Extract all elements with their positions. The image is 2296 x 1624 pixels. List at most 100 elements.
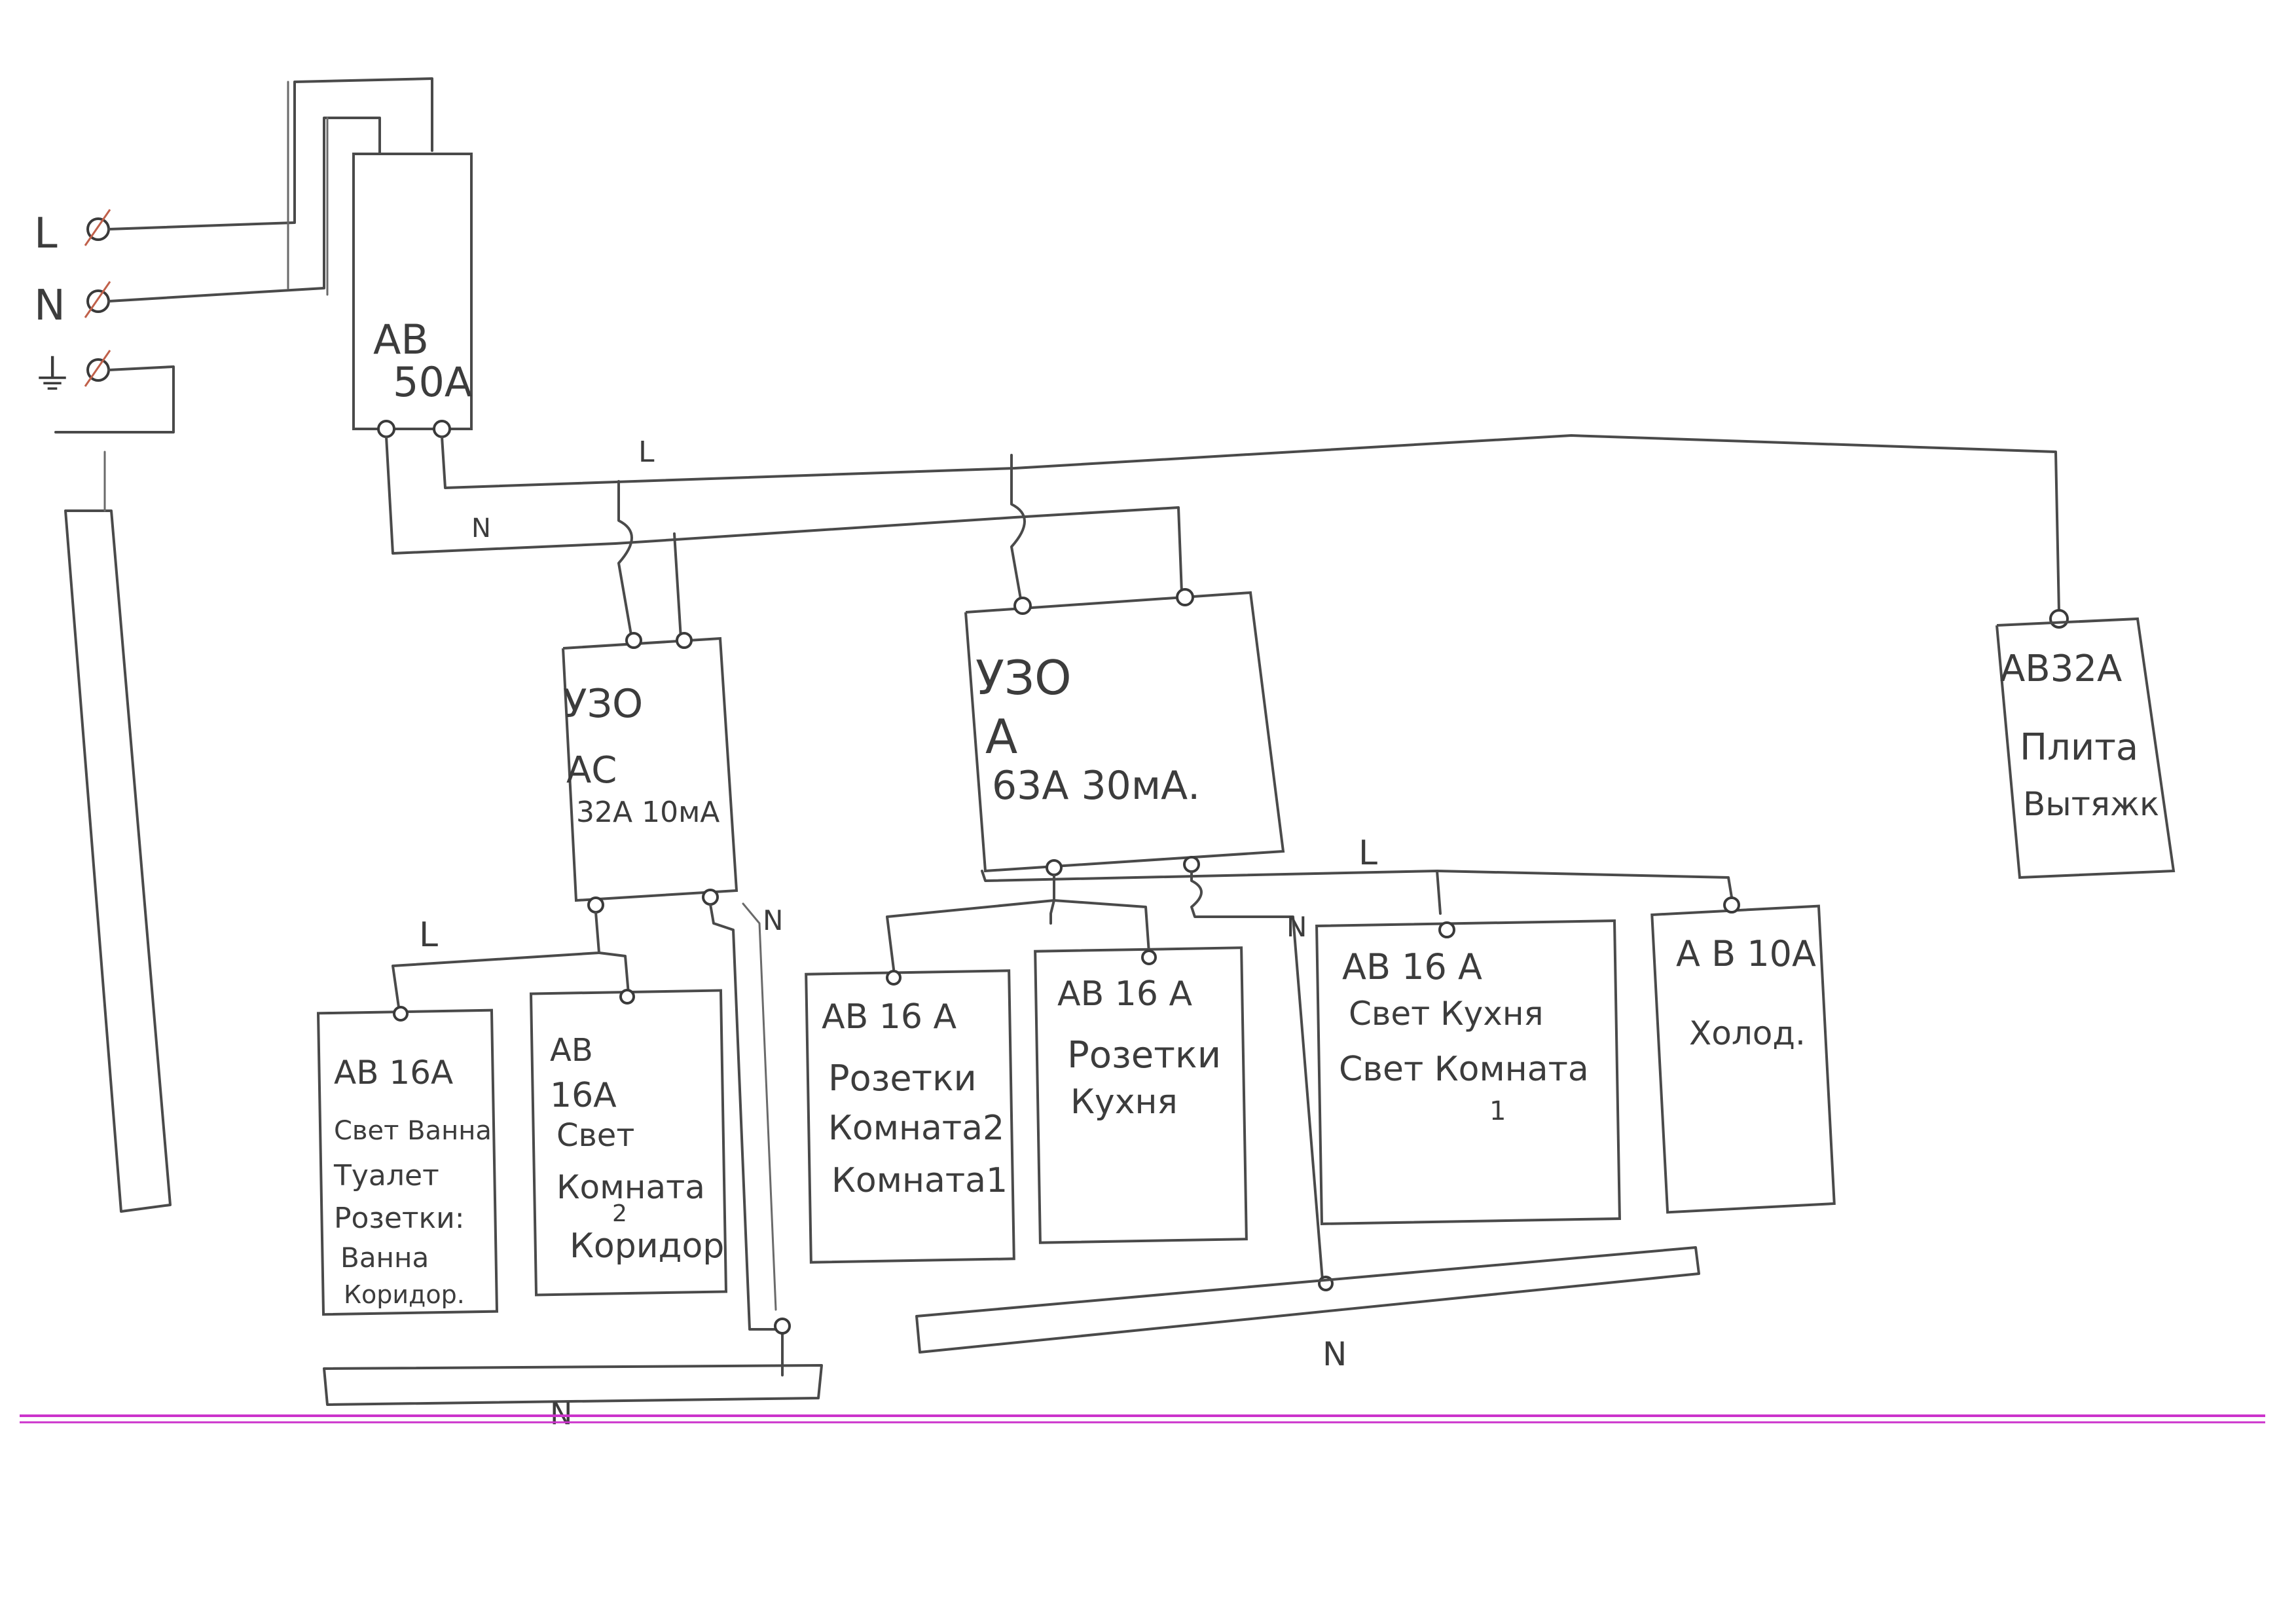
circuit-1-terminal bbox=[393, 1006, 409, 1022]
circuit-5-label-4: 1 bbox=[1489, 1096, 1506, 1126]
main-breaker-label-2: 50А bbox=[393, 358, 472, 406]
circuit-3-terminal bbox=[886, 970, 902, 986]
circuit-3-box bbox=[805, 969, 1015, 1264]
right-group-l-stub bbox=[1049, 899, 1055, 925]
circuit-2-label-6: Коридор bbox=[570, 1227, 724, 1266]
wire-n-to-rcd-left bbox=[673, 532, 682, 640]
terminal-l-mark bbox=[84, 209, 111, 246]
stove-breaker-label-3: Вытяжк bbox=[2023, 785, 2159, 823]
top-buses: L N bbox=[385, 434, 2069, 640]
circuit-1-label-4: Розетки: bbox=[334, 1202, 465, 1235]
circuit-1-label-5: Ванна bbox=[340, 1242, 429, 1274]
rcd-right-terminal-n-out bbox=[1183, 856, 1200, 873]
left-n-bar-label: N bbox=[550, 1396, 572, 1431]
right-group-l-bus-ext bbox=[1436, 870, 1733, 898]
left-n-bar-terminal bbox=[774, 1318, 791, 1335]
circuit-3: АВ 16 А Розетки Комната2 Комната1 bbox=[805, 969, 1015, 1264]
left-group-l-bus bbox=[392, 911, 600, 1013]
circuit-1-label-1: АВ 16А bbox=[334, 1054, 453, 1092]
rcd-left-label-1: УЗО bbox=[563, 681, 643, 727]
circuit-5-terminal bbox=[1438, 921, 1455, 938]
wire-pe-in bbox=[54, 365, 175, 434]
circuit-4: АВ 16 А Розетки Кухня bbox=[1034, 946, 1248, 1244]
circuit-6-label-1: А В 10А bbox=[1676, 933, 1816, 974]
rcd-right-terminal-n-in bbox=[1176, 588, 1194, 606]
wire-l-to-rcd-right bbox=[1010, 454, 1026, 604]
circuit-4-label-2: Розетки bbox=[1067, 1034, 1221, 1077]
rcd-right-terminal-l-out bbox=[1046, 859, 1063, 876]
circuit-2-label-2: 16А bbox=[550, 1076, 617, 1115]
right-n-bar-label: N bbox=[1322, 1335, 1347, 1373]
circuit-3-label-3: Комната2 bbox=[828, 1109, 1004, 1148]
left-rcd-n-label: N bbox=[763, 904, 783, 936]
right-rcd-n-label: N bbox=[1286, 911, 1307, 943]
circuit-2-label-4: Комната bbox=[556, 1168, 705, 1206]
circuit-1: АВ 16А Свет Ванна Туалет Розетки: Ванна … bbox=[316, 1006, 499, 1316]
circuit-3-label-4: Комната1 bbox=[831, 1161, 1008, 1200]
terminal-label-ground: ⏚ bbox=[31, 352, 73, 400]
circuit-5-box bbox=[1315, 919, 1621, 1225]
circuit-1-label-3: Туалет bbox=[333, 1159, 439, 1192]
input-wires bbox=[54, 77, 433, 434]
left-group-wiring: L N N bbox=[323, 902, 823, 1431]
circuit-2: АВ 16А Свет Комната 2 Коридор bbox=[529, 989, 728, 1297]
circuit-6: А В 10А Холод. bbox=[1650, 896, 1836, 1214]
rcd-right-label-3: 63А 30мА. bbox=[992, 763, 1200, 809]
circuit-5: АВ 16 А Свет Кухня Свет Комната 1 bbox=[1315, 919, 1621, 1225]
main-breaker-label-1: АВ bbox=[373, 316, 429, 363]
stove-breaker-label-1: АВ32А bbox=[2000, 648, 2122, 690]
right-group-l-label: L bbox=[1358, 834, 1377, 873]
terminal-label-l: L bbox=[34, 210, 58, 258]
input-terminals: L N ⏚ bbox=[31, 209, 111, 400]
right-n-bar bbox=[915, 1246, 1700, 1354]
stove-breaker-box bbox=[1995, 617, 2176, 879]
pe-bar bbox=[64, 451, 172, 1213]
stove-terminal bbox=[2049, 609, 2069, 629]
wire-n-in bbox=[107, 117, 381, 303]
wire-l-to-rcd-left bbox=[617, 480, 633, 640]
left-group-l-to-b2 bbox=[598, 951, 630, 995]
circuit-4-label-1: АВ 16 А bbox=[1057, 974, 1192, 1014]
circuit-2-label-5: 2 bbox=[612, 1200, 627, 1227]
bus-l-top bbox=[441, 434, 2060, 614]
bus-label-l-top: L bbox=[638, 435, 655, 469]
right-group-l-bus bbox=[981, 870, 1442, 915]
circuit-2-label-1: АВ bbox=[550, 1032, 593, 1069]
right-group-wiring: L N N bbox=[886, 834, 1733, 1373]
circuit-5-label-2: Свет Кухня bbox=[1349, 995, 1544, 1033]
main-breaker-terminal-n bbox=[377, 420, 395, 438]
main-breaker-box bbox=[352, 153, 473, 430]
circuit-1-label-6: Коридор. bbox=[344, 1280, 465, 1309]
circuit-4-terminal bbox=[1141, 950, 1157, 965]
circuit-5-label-1: АВ 16 А bbox=[1342, 946, 1482, 987]
bus-label-n-top: N bbox=[471, 513, 491, 544]
circuit-3-label-1: АВ 16 А bbox=[822, 997, 957, 1037]
right-group-l-to-c4 bbox=[1053, 899, 1150, 954]
circuit-2-terminal bbox=[619, 989, 635, 1005]
rcd-right-terminal-l-in bbox=[1013, 597, 1032, 615]
right-group-l-to-c3 bbox=[886, 874, 1055, 970]
main-breaker: АВ 50А bbox=[352, 153, 473, 438]
circuit-3-label-2: Розетки bbox=[828, 1058, 977, 1099]
left-n-bar bbox=[323, 1364, 823, 1406]
rcd-left-terminal-n-out bbox=[702, 889, 719, 906]
rcd-left-box bbox=[562, 637, 738, 902]
terminal-label-n: N bbox=[34, 282, 65, 330]
rcd-right-box bbox=[964, 591, 1285, 873]
rcd-right-label-2: А bbox=[985, 709, 1017, 764]
circuit-4-label-3: Кухня bbox=[1070, 1082, 1178, 1122]
circuit-6-terminal bbox=[1723, 896, 1740, 913]
rcd-left-label-2: АС bbox=[566, 749, 617, 792]
circuit-5-label-3: Свет Комната bbox=[1339, 1050, 1589, 1089]
rcd-left-terminal-n-in bbox=[676, 632, 693, 649]
page-margin-line bbox=[20, 1414, 2265, 1424]
circuit-4-box bbox=[1034, 946, 1248, 1244]
wire-l-in bbox=[107, 77, 433, 231]
left-group-n-wire bbox=[709, 903, 784, 1376]
left-group-l-label: L bbox=[419, 915, 438, 955]
terminal-ground-mark bbox=[84, 350, 111, 387]
pe-bar-shape bbox=[64, 509, 172, 1213]
circuit-6-label-2: Холод. bbox=[1689, 1014, 1806, 1052]
rcd-left-terminal-l-out bbox=[587, 896, 604, 913]
